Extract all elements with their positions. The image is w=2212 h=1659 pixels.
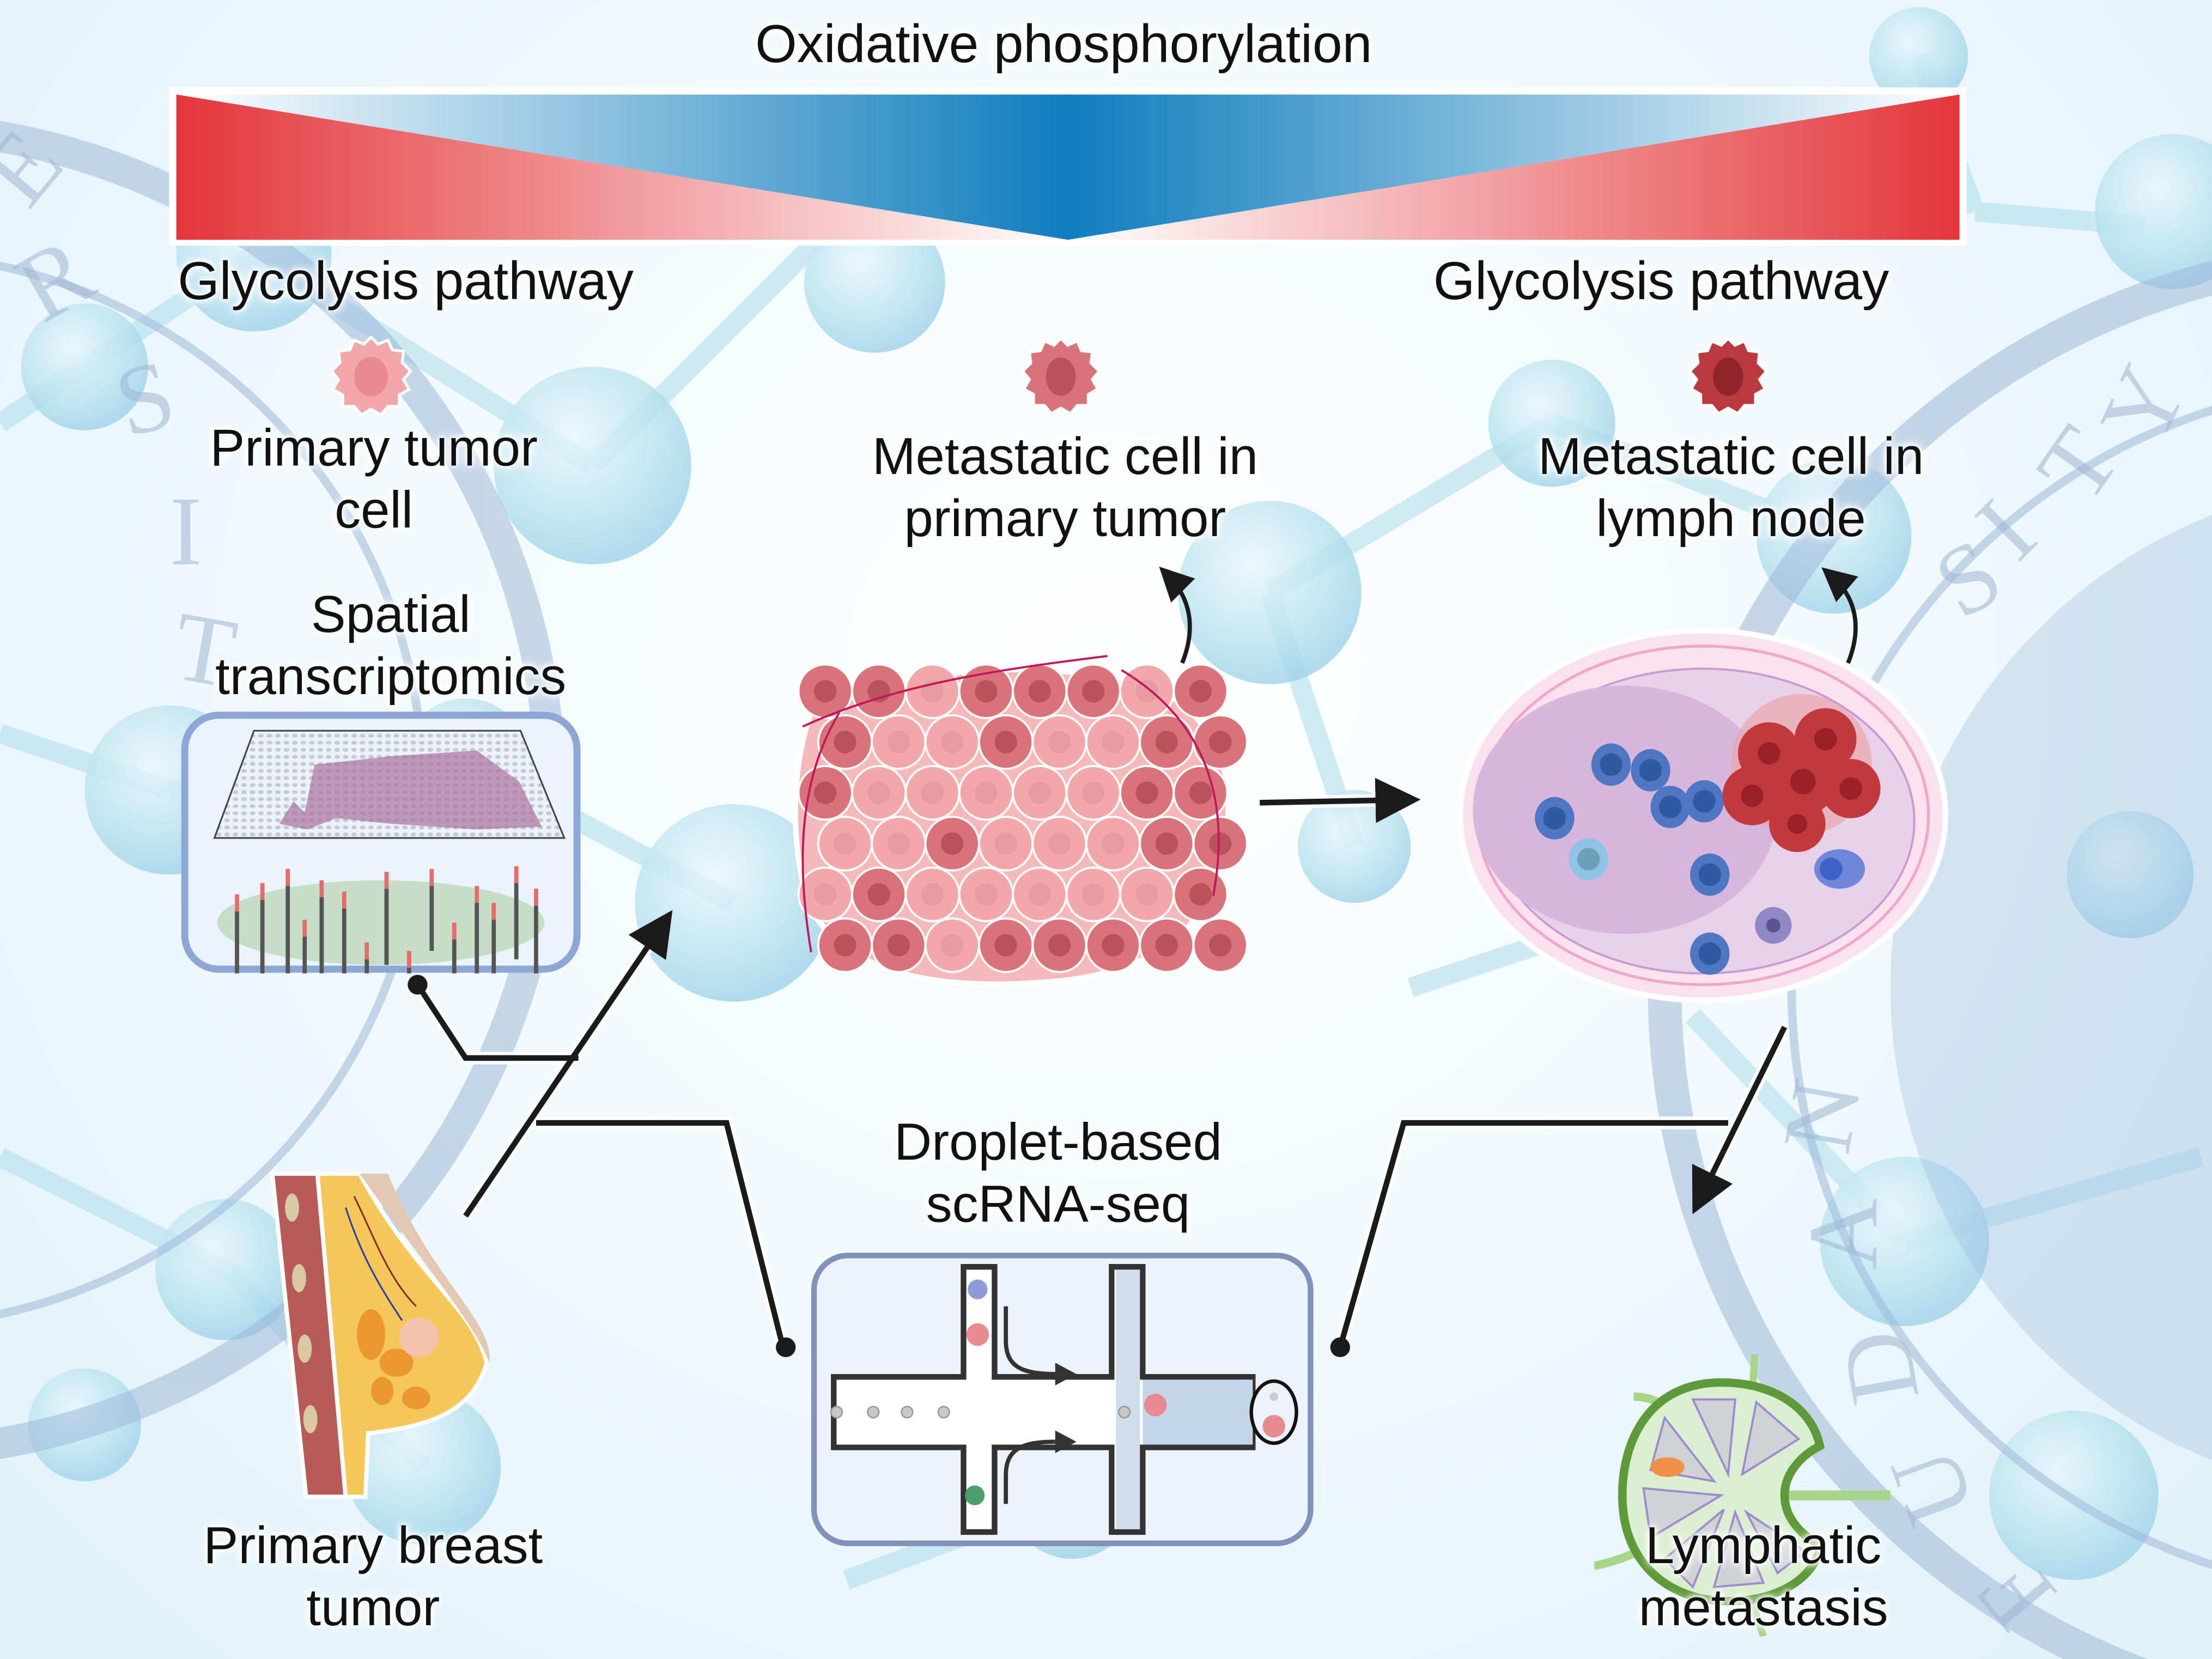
breast-anatomy-illustration <box>270 1171 490 1499</box>
tumor-cell <box>978 917 1034 973</box>
glycolysis-label-right: Glycolysis pathway <box>1433 252 1889 312</box>
metastatic-cluster <box>1722 694 1881 852</box>
lymphocyte <box>1591 743 1631 786</box>
metastatic-primary-label: Metastatic cell in primary tumor <box>818 426 1312 549</box>
tumor-cell <box>1065 663 1121 719</box>
microfluidic-chip-panel <box>811 1253 1314 1546</box>
label-line: primary tumor <box>904 489 1226 547</box>
lymphatic-metastasis-label: Lymphatic metastasis <box>1566 1515 1961 1638</box>
tissue-section <box>279 750 542 830</box>
seal-letter: I <box>169 477 202 586</box>
primary-tumor-cluster <box>792 655 1248 987</box>
tumor-cell <box>1139 917 1195 973</box>
label-line: Primary breast <box>203 1516 543 1575</box>
lymphocyte <box>1569 838 1608 880</box>
label-line: Metastatic cell in <box>1538 427 1924 485</box>
tumor-cell <box>924 714 980 770</box>
tumor-cell <box>817 917 873 973</box>
tumor-cell <box>1085 917 1141 973</box>
tumor-cell <box>1031 917 1087 973</box>
tumor-cell <box>871 714 927 770</box>
tumor-cell <box>1085 714 1141 770</box>
tumor-cell <box>817 816 873 872</box>
tumor-cell <box>1119 866 1175 922</box>
primary-tumor-cell-label: Primary tumor cell <box>162 417 586 540</box>
seal-letter: A <box>1789 1198 1898 1269</box>
tumor-cell <box>1192 714 1248 770</box>
tumor-cell <box>1192 917 1248 973</box>
label-line: tumor <box>306 1578 440 1636</box>
lymphocyte <box>1650 786 1690 828</box>
tumor-cell <box>924 816 980 872</box>
label-line: Primary tumor <box>210 419 538 477</box>
tumor-cell <box>1192 816 1248 872</box>
seal-letter: N <box>1761 1071 1882 1160</box>
tumor-cell <box>1119 765 1175 821</box>
tumor-cell <box>978 714 1034 770</box>
tumor-cell <box>1012 866 1068 922</box>
lymph-node-section <box>1457 628 1948 1003</box>
lymphocyte <box>1535 797 1575 840</box>
droplet-scrnaseq-label: Droplet-based scRNA-seq <box>825 1111 1291 1235</box>
tumor-cell <box>1172 765 1229 821</box>
lymphocyte <box>1631 749 1670 792</box>
tumor-cell <box>797 866 853 922</box>
tumor-cell <box>871 917 927 973</box>
tumor-cell <box>1012 663 1068 719</box>
tumor-cell <box>958 765 1014 821</box>
metastatic-primary-cell-icon <box>1020 336 1101 416</box>
metastatic-lymph-cell-icon <box>1688 336 1769 416</box>
glycolysis-label-left: Glycolysis pathway <box>178 252 634 312</box>
lymphocyte <box>1690 853 1730 896</box>
tumor-cell <box>958 663 1014 719</box>
label-line: Metastatic cell in <box>872 427 1259 485</box>
primary-breast-tumor-label: Primary breast tumor <box>158 1515 588 1638</box>
tumor-cell <box>904 765 961 821</box>
title-oxidative-phosphorylation: Oxidative phosphorylation <box>755 15 1372 75</box>
label-line: metastasis <box>1638 1578 1888 1636</box>
tumor-cell <box>1031 816 1087 872</box>
label-line: scRNA-seq <box>926 1174 1190 1233</box>
label-line: cell <box>335 481 414 539</box>
lymphocyte <box>1684 780 1724 823</box>
label-line: Spatial <box>311 585 471 643</box>
tumor-cell <box>1065 866 1121 922</box>
glycolysis-wedge-right <box>1068 94 1960 240</box>
tumor-cell <box>1172 663 1229 719</box>
tumor-cell <box>1119 663 1175 719</box>
tumor-cell <box>958 866 1014 922</box>
tumor-cell <box>1031 714 1087 770</box>
tumor-cell <box>1012 765 1068 821</box>
label-line: Droplet-based <box>894 1113 1222 1171</box>
spatial-transcriptomics-panel <box>181 712 581 974</box>
tumor-mass <box>399 1317 439 1357</box>
oxphos-wedge <box>176 94 1960 240</box>
tumor-cell <box>1065 765 1121 821</box>
label-line: Lymphatic <box>1645 1516 1882 1575</box>
metabolic-gradient-bar <box>169 87 1967 246</box>
tumor-cell <box>1172 866 1229 922</box>
tumor-cell <box>1139 714 1195 770</box>
tumor-cell <box>1085 816 1141 872</box>
lymph-node-illustration <box>1594 1354 1891 1637</box>
metastatic-lymph-label: Metastatic cell in lymph node <box>1484 426 1978 549</box>
tumor-cell <box>850 765 907 821</box>
tumor-cell <box>817 714 873 770</box>
tumor-cell <box>871 816 927 872</box>
tumor-cell <box>904 866 961 922</box>
tumor-cell <box>850 866 907 922</box>
lymphocyte <box>1690 932 1730 975</box>
tumor-cell <box>924 917 980 973</box>
tumor-cell <box>850 663 907 719</box>
tumor-cell <box>1139 816 1195 872</box>
tumor-cell <box>904 663 961 719</box>
spatial-transcriptomics-label: Spatial transcriptomics <box>165 584 617 707</box>
label-line: lymph node <box>1596 489 1866 547</box>
tumor-cell <box>978 816 1034 872</box>
primary-tumor-cell-icon <box>329 335 412 417</box>
label-line: transcriptomics <box>215 647 567 705</box>
